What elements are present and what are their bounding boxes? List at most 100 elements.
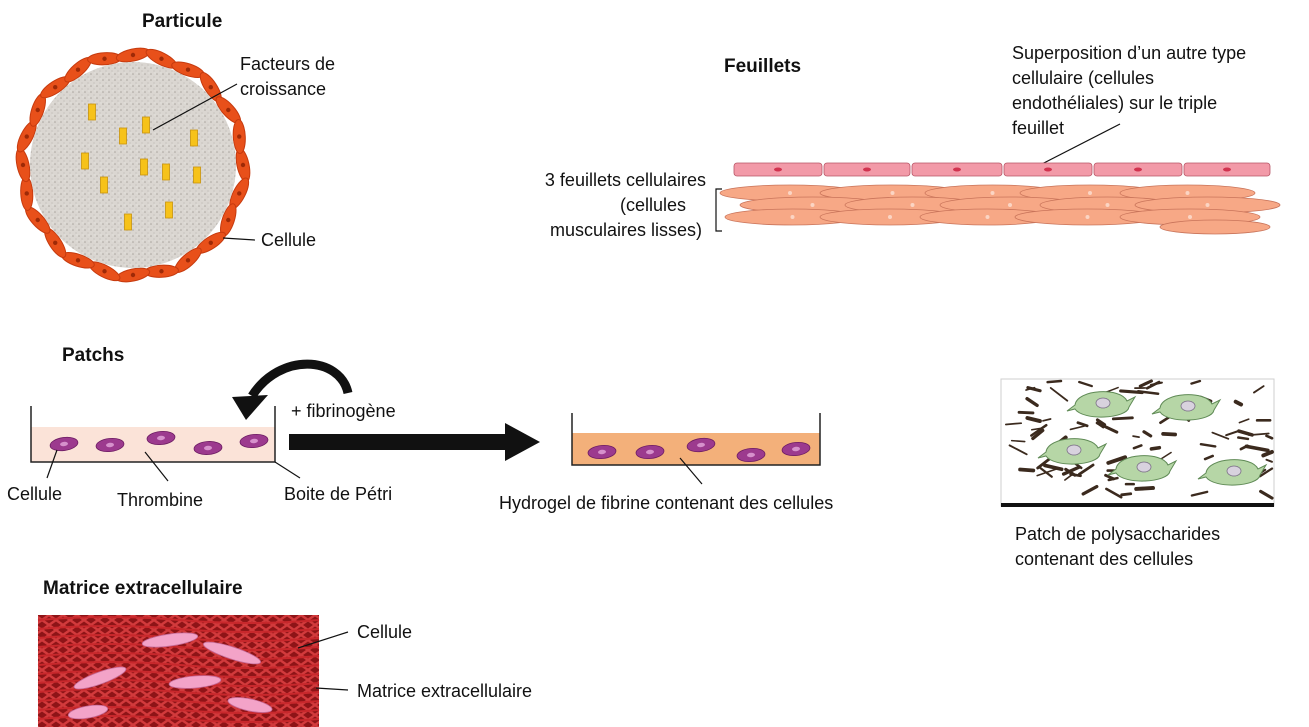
polysaccharide-fiber <box>1138 379 1153 388</box>
thrombin-label: Thrombine <box>117 490 203 510</box>
matrix-cells <box>67 632 273 720</box>
particle-cell-nucleus <box>24 191 29 196</box>
polysaccharide-fiber <box>1142 430 1153 438</box>
endothelial-nucleus <box>1044 167 1052 172</box>
smooth-muscle-nucleus <box>788 191 792 195</box>
straight-arrow-head <box>505 423 540 461</box>
growth-factor-label-line2: croissance <box>240 79 326 99</box>
polysaccharide-fiber <box>1010 439 1026 443</box>
patch-cell-nucleus <box>792 446 800 452</box>
polysaccharide-fiber <box>1239 444 1249 451</box>
particle-cell-nucleus <box>130 272 136 278</box>
particle-cell-nucleus <box>75 258 81 263</box>
hydrogel-label: Hydrogel de fibrine contenant des cellul… <box>499 493 833 513</box>
endothelial-layer <box>733 162 1271 177</box>
straight-arrow-shaft <box>289 434 507 450</box>
polysaccharide-fiber <box>1025 386 1036 391</box>
smooth-muscle-nucleus <box>1185 191 1190 195</box>
endothelial-nucleus <box>774 167 782 172</box>
polysaccharide-fiber <box>1190 490 1209 497</box>
smooth-muscle-nucleus <box>888 215 892 219</box>
particle-section: Particule Facteurs de croissance Cellule <box>15 11 335 283</box>
polysaccharide-fiber <box>1078 380 1093 388</box>
growth-factor-leader-line <box>152 83 238 131</box>
polysaccharide-cell-nucleus <box>1180 400 1196 412</box>
particle-cell-nucleus <box>20 162 26 168</box>
patch-cell-nucleus <box>106 442 114 448</box>
dish2-cells <box>587 437 811 462</box>
smooth-muscle-nucleus <box>1205 203 1210 207</box>
particle-cell-ring <box>15 47 251 283</box>
growth-factor <box>88 103 96 121</box>
polysaccharide-label-line2: contenant des cellules <box>1015 549 1193 569</box>
polysaccharide-fiber <box>1199 442 1217 448</box>
matrix-cell-label: Cellule <box>357 622 412 642</box>
polysaccharide-fiber <box>1134 486 1155 491</box>
polysaccharide-fiber <box>1064 473 1073 481</box>
smooth-muscle-nucleus <box>890 191 895 195</box>
polysaccharide-fiber <box>1248 432 1270 436</box>
smooth-muscle-nucleus <box>1105 203 1110 207</box>
particle-cell-nucleus <box>237 191 242 196</box>
polysaccharide-fiber <box>1244 444 1270 453</box>
smooth-muscle-nucleus <box>1188 215 1192 219</box>
smooth-muscle-layers <box>719 184 1281 235</box>
matrix-fiber <box>37 697 320 705</box>
patch-cell-nucleus <box>747 452 755 458</box>
particle-cell-nucleus <box>35 107 40 113</box>
polysaccharide-fiber <box>1211 431 1230 440</box>
polysaccharide-fiber <box>1081 484 1099 496</box>
layers-label-line2: (cellules <box>620 195 686 215</box>
polysaccharide-fiber <box>1132 444 1143 450</box>
smooth-muscle-nucleus <box>1088 191 1092 195</box>
particle-cell-nucleus <box>159 269 164 274</box>
polysaccharide-fiber <box>1031 428 1045 441</box>
polysaccharide-cell-nucleus <box>1095 397 1111 409</box>
particle-cell-nucleus <box>226 107 231 113</box>
growth-factor-label-line1: Facteurs de <box>240 54 335 74</box>
matrix-leader-line <box>315 687 349 691</box>
matrix-cell <box>141 632 199 648</box>
polysaccharide-fiber <box>1261 450 1274 458</box>
matrix-cell <box>168 675 222 689</box>
overlay-label-line1: Superposition d’un autre type <box>1012 43 1246 63</box>
polysaccharide-patch-base <box>1001 503 1274 507</box>
polysaccharide-fiber <box>1238 418 1250 424</box>
growth-factor-group <box>81 103 201 231</box>
polysaccharide-fiber <box>1105 487 1123 499</box>
smooth-muscle-nucleus <box>985 215 990 219</box>
layers-bracket <box>715 188 722 232</box>
growth-factor <box>165 201 173 219</box>
smooth-muscle-nucleus <box>810 203 815 207</box>
matrix-fiber <box>37 643 320 651</box>
polysaccharide-fiber <box>1078 463 1095 476</box>
polysaccharide-fiber <box>1018 467 1036 473</box>
polysaccharide-fiber <box>1004 422 1023 426</box>
polysaccharide-fiber <box>1252 385 1265 394</box>
matrix-label: Matrice extracellulaire <box>357 681 532 701</box>
polysaccharide-fiber <box>1049 387 1069 402</box>
polysaccharide-fiber <box>1025 416 1042 424</box>
particle-cell-nucleus <box>240 162 246 168</box>
growth-factor <box>140 158 148 176</box>
matrix-cell <box>73 666 127 690</box>
polysaccharide-fiber <box>1042 418 1052 422</box>
particle-cell-nucleus <box>24 134 29 139</box>
polysaccharide-fiber <box>1149 445 1162 451</box>
polysaccharide-fiber <box>1203 454 1214 461</box>
matrix-fiber <box>37 625 320 633</box>
growth-factor <box>190 129 198 147</box>
layers-label-line3: musculaires lisses) <box>550 220 702 240</box>
patch-cell-nucleus <box>646 449 654 455</box>
polysaccharide-fiber <box>1258 467 1274 478</box>
sheets-title: Feuillets <box>724 56 801 77</box>
particle-cell-nucleus <box>237 134 242 139</box>
smooth-muscle-nucleus <box>1008 203 1012 207</box>
polysaccharide-fiber <box>1030 423 1048 437</box>
polysaccharide-cells <box>1037 391 1268 486</box>
patch-cell-label: Cellule <box>7 484 62 504</box>
matrix-fiber <box>37 688 320 696</box>
patch-cell-nucleus <box>204 445 212 451</box>
patch-cell-nucleus <box>250 438 258 444</box>
